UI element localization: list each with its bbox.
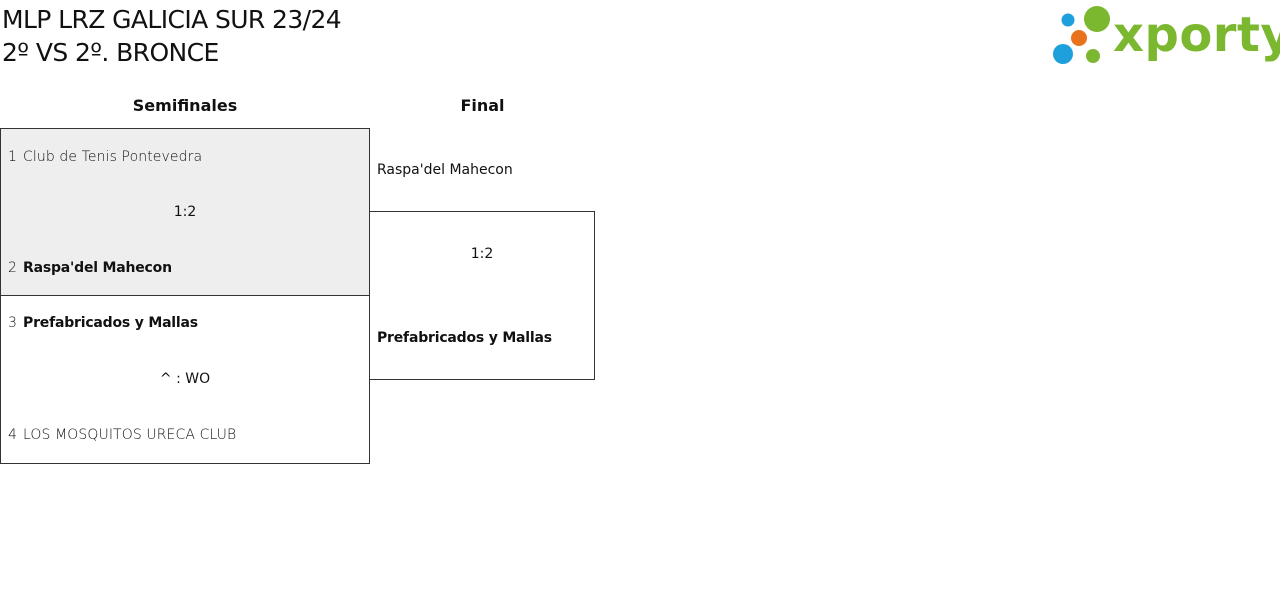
semifinal-match-2[interactable]: 3 Prefabricados y Mallas ^ : WO 4 LOS MOSQ… [0,296,370,464]
match2-team2[interactable]: 4 LOS MOSQUITOS URECA CLUB [8,425,236,445]
seed-number: 4 [8,427,18,443]
semifinal-match-1[interactable]: 1 Club de Tenis Pontevedra 1:2 2 Raspa'del… [0,128,370,296]
match1-score: 1:2 [173,204,197,220]
match2-score: ^ : WO [159,371,211,387]
seed-number: 2 [8,260,18,276]
logo-wordmark: xporty [1113,7,1280,63]
final-team2-winner[interactable]: Prefabricados y Mallas [377,330,552,346]
match1-team2[interactable]: 2 Raspa'del Mahecon [8,258,172,278]
match1-team1[interactable]: 1 Club de Tenis Pontevedra [8,147,202,167]
team-name-winner: Raspa'del Mahecon [23,260,172,276]
title-line-2: 2º VS 2º. BRONCE [2,38,219,67]
seed-number: 1 [8,149,18,165]
team-name: Club de Tenis Pontevedra [23,149,203,165]
final-match-connector [370,211,595,380]
logo-dots-icon [1053,6,1110,64]
xporty-logo: xporty [1050,4,1280,68]
match2-team1[interactable]: 3 Prefabricados y Mallas [8,313,198,333]
final-score: 1:2 [470,246,494,262]
team-name: LOS MOSQUITOS URECA CLUB [23,427,237,443]
title-line-1: MLP LRZ GALICIA SUR 23/24 [2,5,342,34]
round-header-semifinals: Semifinales [132,96,238,115]
team-name-winner: Prefabricados y Mallas [23,315,198,331]
seed-number: 3 [8,315,18,331]
page-title: MLP LRZ GALICIA SUR 23/24 2º VS 2º. BRON… [2,3,342,69]
round-header-final: Final [460,96,505,115]
final-team1[interactable]: Raspa'del Mahecon [377,162,513,178]
